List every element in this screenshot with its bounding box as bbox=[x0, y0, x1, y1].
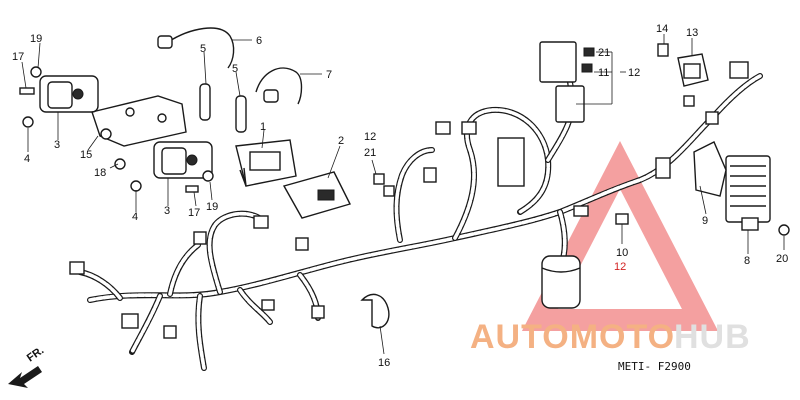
callout-20: 20 bbox=[776, 253, 788, 265]
callout-13: 13 bbox=[686, 27, 698, 39]
callout-5a: 5 bbox=[200, 43, 206, 55]
callout-19: 19 bbox=[30, 33, 42, 45]
module-2 bbox=[282, 171, 352, 219]
callout-4: 4 bbox=[24, 153, 30, 165]
callout-3b: 3 bbox=[164, 205, 170, 217]
relay-13 bbox=[677, 53, 709, 87]
relay-cluster bbox=[539, 41, 595, 123]
harness-clamp bbox=[360, 293, 390, 329]
ignition-coil-lower bbox=[153, 141, 213, 179]
harness-connectors bbox=[69, 61, 749, 339]
watermark-text-automoto: AUTOMOTO bbox=[470, 318, 675, 356]
callout-14: 14 bbox=[656, 23, 668, 35]
callout-15: 15 bbox=[80, 149, 92, 161]
callout-9: 9 bbox=[702, 215, 708, 227]
callout-5b: 5 bbox=[232, 63, 238, 75]
regulator-rectifier bbox=[725, 155, 771, 231]
diagram-code: METI- F2900 bbox=[618, 360, 691, 373]
callout-17: 17 bbox=[12, 51, 24, 63]
watermark-logo: AUTOMOTO HUB bbox=[470, 318, 751, 356]
front-direction-arrow bbox=[8, 366, 42, 388]
callout-18: 18 bbox=[94, 167, 106, 179]
callout-7: 7 bbox=[326, 69, 332, 81]
callout-8: 8 bbox=[744, 255, 750, 267]
callout-21: 21 bbox=[364, 147, 376, 159]
callout-2: 2 bbox=[338, 135, 344, 147]
part-14 bbox=[657, 43, 669, 57]
spark-plug-wires bbox=[157, 27, 303, 133]
callout-12b: 12 bbox=[628, 67, 640, 79]
callout-10: 10 bbox=[616, 247, 628, 259]
callout-3: 3 bbox=[54, 139, 60, 151]
canister bbox=[541, 255, 581, 309]
callout-1: 1 bbox=[260, 121, 266, 133]
ignition-coil-upper bbox=[39, 75, 99, 113]
leader-lines bbox=[21, 34, 785, 355]
callout-16: 16 bbox=[378, 357, 390, 369]
rubber-plate bbox=[693, 141, 727, 197]
callout-labels: 19 17 4 3 15 18 4 3 17 19 5 5 6 7 1 2 12… bbox=[12, 23, 788, 369]
module-1 bbox=[235, 139, 297, 187]
front-direction-label: FR. bbox=[25, 344, 46, 364]
callout-12-red: 12 bbox=[614, 261, 626, 273]
callout-6: 6 bbox=[256, 35, 262, 47]
callout-21b: 21 bbox=[598, 47, 610, 59]
callout-4b: 4 bbox=[132, 211, 138, 223]
coil-bracket bbox=[91, 95, 187, 147]
watermark-text-hub: HUB bbox=[674, 318, 751, 356]
bolts-and-nuts bbox=[19, 66, 790, 236]
callout-12: 12 bbox=[364, 131, 376, 143]
callout-17b: 17 bbox=[188, 207, 200, 219]
callout-11: 11 bbox=[598, 67, 609, 79]
callout-19b: 19 bbox=[206, 201, 218, 213]
watermark-triangle bbox=[521, 141, 719, 331]
